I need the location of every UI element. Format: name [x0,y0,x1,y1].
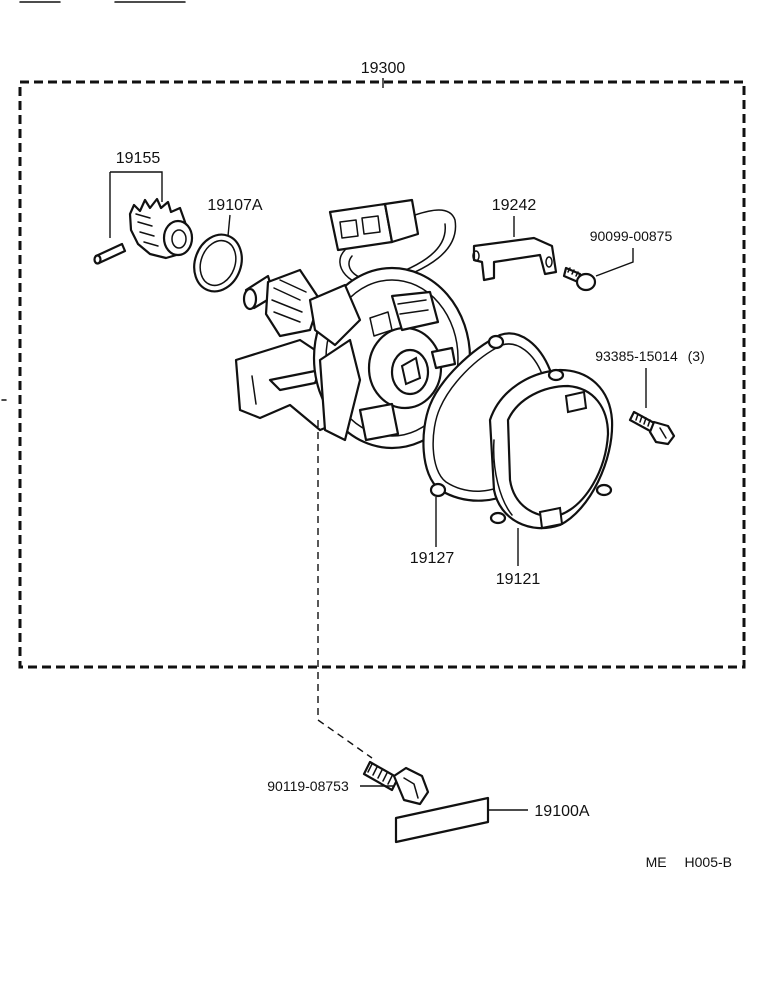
drawing-code-label: ME H005-B [646,854,732,870]
part-label-gasket: 19127 [410,550,455,567]
small-screw-leader [595,248,634,277]
gear-drawing [128,197,194,260]
cap-screw-number: 93385-15014 [595,348,678,364]
part-label-label-plate: 19100A [534,803,589,820]
assembly-frame [18,80,746,669]
cap-group: 19121 [488,368,614,588]
gear-set-leader [109,171,163,238]
bracket-group: 19242 [472,197,558,282]
assembly-number-label: 19300 [361,60,406,77]
hold-down-bolt-group: 90119-08753 [267,760,430,806]
part-label-small-screw: 90099-00875 [590,228,673,244]
o-ring-leader [227,214,231,237]
part-label-hold-down-bolt: 90119-08753 [267,778,349,794]
hold-down-dash-line [317,420,373,759]
label-plate-group: 19100A [394,796,590,844]
drawing-code-value: H005-B [685,854,732,870]
small-screw-drawing [562,266,597,292]
part-label-cap-screw: 93385-15014 (3) [595,348,705,364]
bracket-drawing [472,236,558,282]
hold-down-bolt-drawing [362,760,430,806]
part-label-bracket: 19242 [492,197,537,214]
label-plate-drawing [394,796,490,844]
cap-screw-qty: (3) [688,348,705,364]
cap-screw-group: 93385-15014 (3) [595,348,705,446]
gear-set-group: 19155 [93,150,194,265]
o-ring-group: 19107A [193,197,263,293]
cap-screw-drawing [628,410,676,446]
part-label-o-ring: 19107A [207,197,262,214]
small-screw-group: 90099-00875 [562,228,673,292]
drawing-code-prefix: ME [646,854,667,870]
o-ring-drawing [193,233,243,293]
distributor-housing-drawing [234,198,472,450]
pin-drawing [93,242,127,265]
part-label-cap: 19121 [496,571,541,588]
part-label-gear-set: 19155 [116,150,161,167]
